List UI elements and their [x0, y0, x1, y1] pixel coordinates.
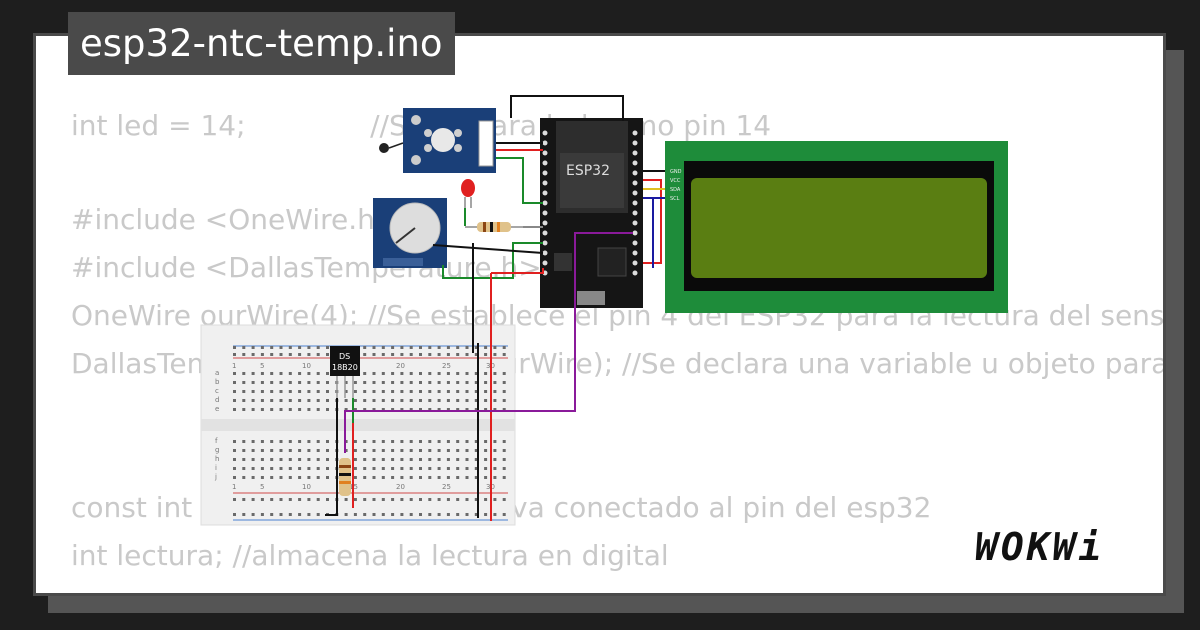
ntc-module[interactable] — [379, 108, 496, 173]
bb-row-c: c — [215, 387, 219, 395]
bb-row-g: g — [215, 446, 219, 454]
lcd-pin-vcc: VCC — [670, 178, 681, 184]
red-led[interactable] — [461, 179, 475, 208]
bb-col-10-b: 10 — [302, 483, 311, 491]
bb-row-j: j — [214, 473, 217, 481]
bb-col-25-b: 25 — [442, 483, 451, 491]
esp32-board[interactable]: ESP32 — [540, 118, 643, 308]
bb-col-5: 5 — [260, 362, 264, 370]
lcd-pin-gnd: GND — [670, 169, 682, 175]
bb-row-h: h — [215, 455, 219, 463]
code-line-2: #include <OneWire.h> — [71, 203, 399, 236]
circuit-diagram: 1 5 10 15 20 25 30 1 5 10 15 20 25 30 a … — [200, 95, 1008, 526]
resistor-sensor — [339, 458, 351, 496]
bb-col-1: 1 — [232, 362, 236, 370]
esp32-label: ESP32 — [566, 163, 610, 179]
resistor-led — [465, 222, 523, 232]
bb-col-20-b: 20 — [396, 483, 405, 491]
file-title: esp32-ntc-temp.ino — [68, 12, 455, 75]
bb-col-10: 10 — [302, 362, 311, 370]
wires — [325, 95, 665, 521]
bb-row-d: d — [215, 396, 219, 404]
bb-col-20: 20 — [396, 362, 405, 370]
sensor-label-top: DS — [339, 352, 350, 361]
project-card[interactable]: int led = 14; //Se declara led como pin … — [33, 33, 1166, 596]
bb-row-e: e — [215, 405, 219, 413]
bb-row-i: i — [215, 464, 217, 472]
bb-row-f: f — [215, 437, 218, 445]
code-line-7: int lectura; //almacena la lectura en di… — [71, 539, 669, 572]
lcd-pin-scl: SCL — [670, 196, 680, 202]
wokwi-logo: WOKWi — [975, 525, 1105, 569]
lcd-pin-sda: SDA — [670, 187, 681, 193]
bb-col-25: 25 — [442, 362, 451, 370]
bb-col-1-b: 1 — [232, 483, 236, 491]
potentiometer[interactable] — [373, 198, 447, 268]
bb-row-a: a — [215, 369, 219, 377]
bb-col-5-b: 5 — [260, 483, 264, 491]
lcd-display[interactable]: GND VCC SDA SCL — [665, 141, 1008, 313]
sensor-label-bottom: 18B20 — [332, 363, 358, 372]
ds18b20-sensor[interactable]: DS 18B20 — [330, 346, 360, 398]
bb-row-b: b — [215, 378, 220, 386]
